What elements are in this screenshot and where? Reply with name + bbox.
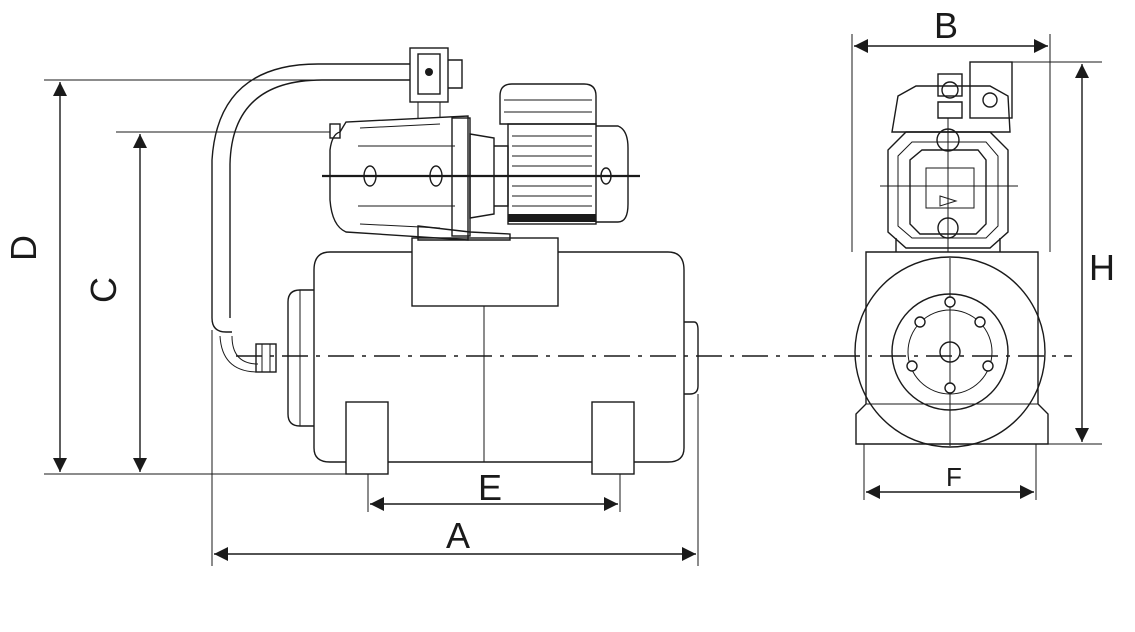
dimension-a: A <box>214 515 696 561</box>
dimension-a-label: A <box>446 515 470 556</box>
tank-feet <box>345 401 635 475</box>
side-view <box>211 47 1072 475</box>
pressure-tank <box>287 251 699 463</box>
dimension-e: E <box>370 467 618 511</box>
motor <box>499 83 629 225</box>
dimension-h: H <box>1075 64 1115 442</box>
flange-bolts <box>906 296 994 394</box>
pump-front <box>880 61 1018 252</box>
front-view <box>854 61 1049 448</box>
dimension-d-label: D <box>3 235 44 261</box>
dimension-h-label: H <box>1089 247 1115 288</box>
dimension-f-label: F <box>946 462 962 492</box>
dimension-b-label: B <box>934 5 958 46</box>
dimension-f: F <box>866 462 1034 499</box>
dimension-c-label: C <box>83 277 124 303</box>
dimension-e-label: E <box>478 467 502 508</box>
delivery-hose <box>211 47 463 373</box>
dimension-c: C <box>83 134 147 472</box>
dimension-d: D <box>3 82 67 472</box>
dimensions: D C A E B H F <box>3 5 1115 566</box>
dimension-b: B <box>854 5 1048 53</box>
pump-bracket <box>411 237 559 307</box>
pump-body <box>322 115 640 241</box>
